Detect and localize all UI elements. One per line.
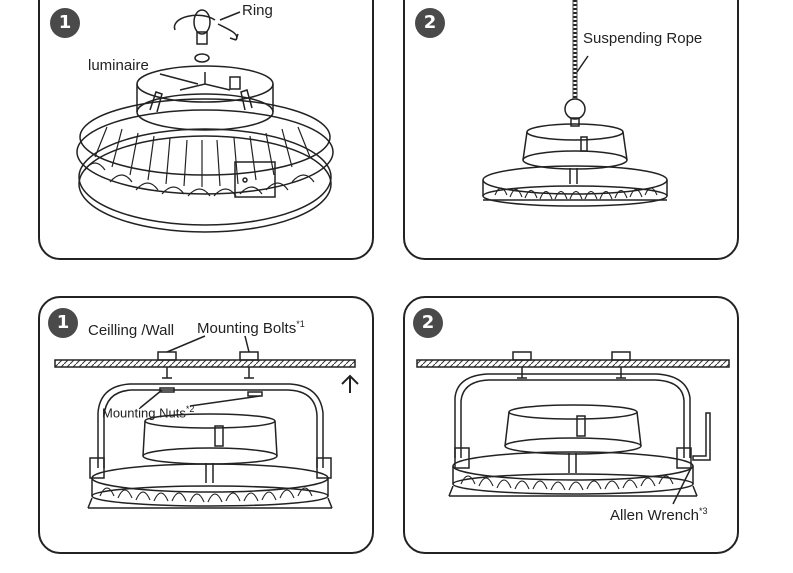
step-badge: 2 [415, 8, 445, 38]
bolts-label: Mounting Bolts*1 [197, 319, 305, 337]
ceiling-label: Ceilling /Wall [88, 322, 175, 339]
panel-ring-mount: 1 Ring luminaire [38, 0, 374, 260]
ring-label: Ring [242, 2, 273, 19]
step-badge: 1 [50, 8, 80, 38]
wrench-label: Allen Wrench*3 [610, 506, 708, 524]
panel-suspending-rope: 2 Suspending Rope [403, 0, 739, 260]
panel-allen-wrench: 2 Allen Wrench*3 [403, 296, 739, 554]
bracket-mount-illustration [54, 335, 359, 509]
step-badge: 1 [48, 308, 78, 338]
luminaire-label: luminaire [88, 57, 149, 74]
suspended-luminaire-illustration [482, 0, 668, 207]
wrench-tighten-illustration [416, 351, 730, 505]
step-badge: 2 [413, 308, 443, 338]
luminaire-ring-illustration [76, 9, 334, 233]
panel-ceiling-bracket: 1 Ceilling /Wall Mounting Bolts*1 Mounti… [38, 296, 374, 554]
rope-label: Suspending Rope [583, 30, 703, 47]
